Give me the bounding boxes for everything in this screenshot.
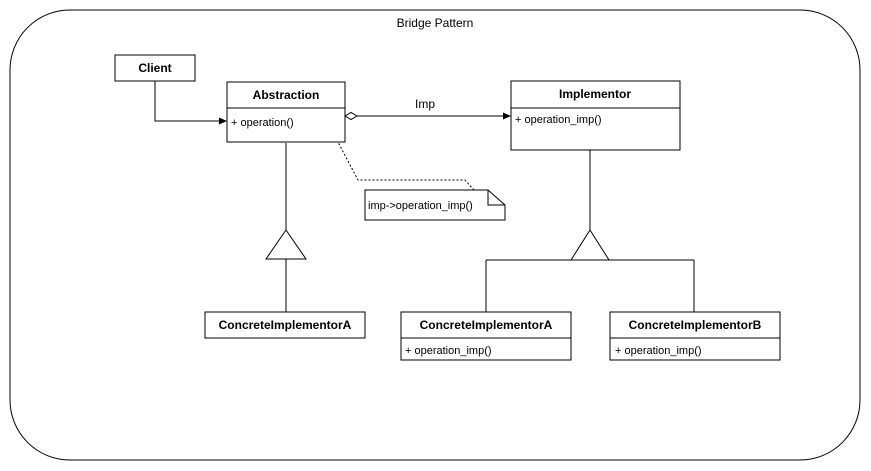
abstraction-inherit-triangle [265, 229, 307, 260]
refined-abstraction-name: ConcreteImplementorA [219, 318, 352, 332]
concrete-implementor-b-class[interactable]: ConcreteImplementorB + operation_imp() [609, 311, 781, 361]
aggregation-diamond [344, 111, 358, 121]
implementor-operation: + operation_imp() [515, 114, 602, 126]
client-name: Client [138, 61, 171, 75]
client-arrowhead [219, 117, 227, 125]
implementor-name: Implementor [559, 87, 631, 101]
client-abstraction-edge [154, 81, 221, 122]
imp-arrowhead [503, 112, 511, 120]
client-class[interactable]: Client [114, 54, 196, 82]
concrete-a-name: ConcreteImplementorA [420, 318, 553, 332]
abstraction-operation: + operation() [231, 117, 294, 129]
note-text: imp->operation_imp() [368, 200, 473, 212]
diagram-title: Bridge Pattern [397, 16, 474, 30]
concrete-implementor-a-class[interactable]: ConcreteImplementorA + operation_imp() [400, 311, 572, 361]
association-label: Imp [415, 97, 435, 111]
note-fold [487, 190, 505, 206]
diagram-frame [9, 9, 861, 461]
concrete-b-operation: + operation_imp() [615, 345, 702, 357]
implementor-class[interactable]: Implementor + operation_imp() [510, 80, 681, 151]
abstraction-name: Abstraction [253, 88, 320, 102]
refined-abstraction-class[interactable]: ConcreteImplementorA [204, 311, 366, 339]
implementor-inherit-triangle [570, 229, 610, 261]
note-link [319, 107, 475, 191]
note-shape [364, 189, 506, 221]
concrete-b-name: ConcreteImplementorB [629, 318, 762, 332]
concrete-a-operation: + operation_imp() [405, 345, 492, 357]
abstraction-class[interactable]: Abstraction + operation() [226, 81, 346, 143]
